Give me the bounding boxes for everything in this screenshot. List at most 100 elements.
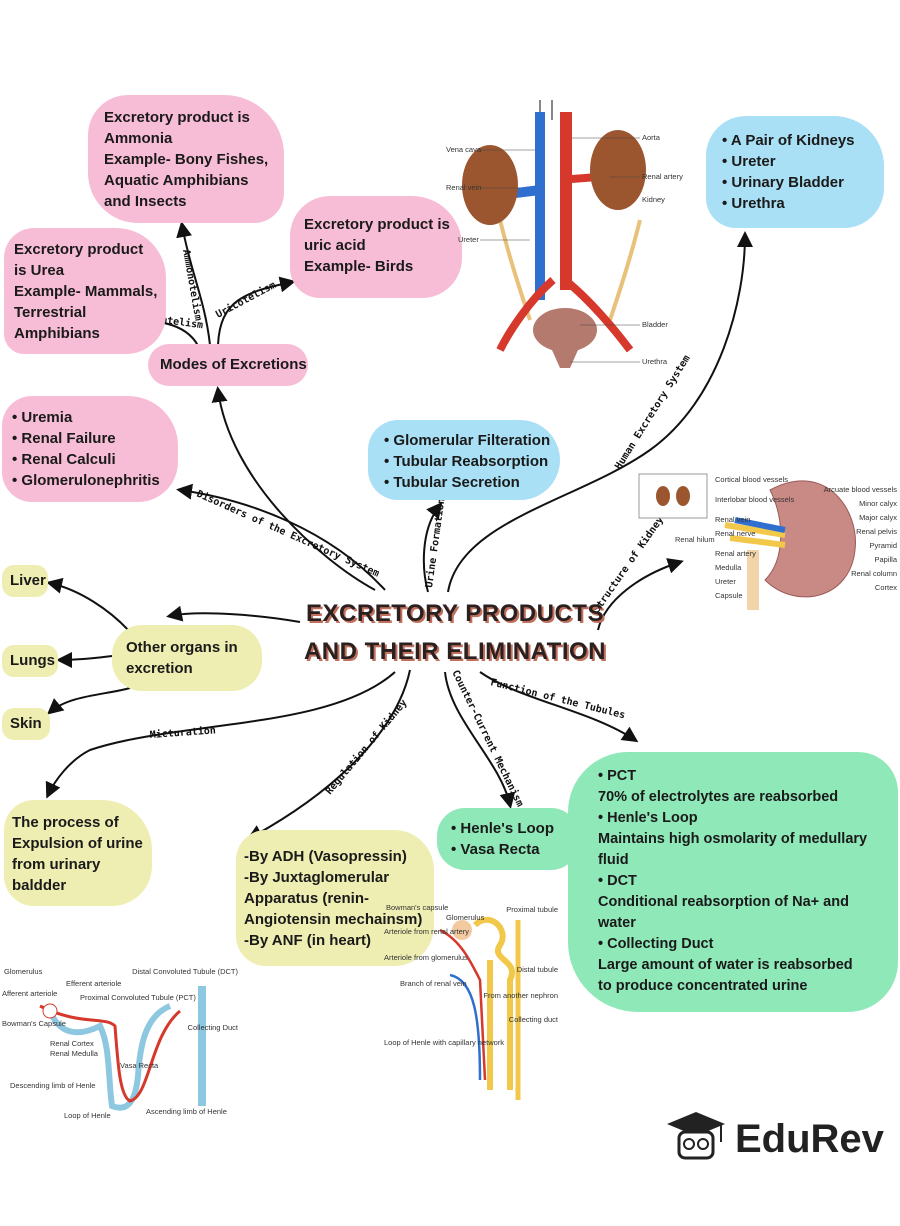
- graduate-cap-icon: [667, 1112, 725, 1160]
- list-item: Tubular Secretion: [384, 472, 544, 493]
- figure-kidney-section: Cortical blood vessels Interlobar blood …: [638, 473, 898, 610]
- text-line: Excretory product is: [104, 109, 250, 126]
- text-line: Amphibians: [14, 325, 100, 342]
- node-micturition: The process of Expulsion of urine from u…: [4, 800, 152, 906]
- fig-label: Proximal Convoluted Tubule (PCT): [80, 993, 196, 1002]
- text-line: excretion: [126, 660, 193, 677]
- fig-label: Distal tubule: [517, 965, 558, 974]
- brand-name: EduRev: [735, 1116, 884, 1161]
- fig-label: Loop of Henle: [64, 1111, 111, 1120]
- text-line: Example- Birds: [304, 258, 414, 275]
- edge-liver: [46, 577, 131, 633]
- fig-label: Renal vein: [446, 183, 481, 192]
- fig-label: Distal Convoluted Tubule (DCT): [132, 967, 238, 976]
- edge-micturation: [45, 671, 396, 799]
- fig-label: Efferent arteriole: [66, 979, 121, 988]
- text-line: Liver: [10, 572, 46, 589]
- fig-label: Capsule: [715, 591, 743, 600]
- list-item: Glomerular Filteration: [384, 430, 550, 451]
- node-tubules: • PCT 70% of electrolytes are reabsorbed…: [568, 752, 898, 1012]
- figure-nephron-loop: Glomerulus Afferent arteriole Efferent a…: [2, 967, 239, 1120]
- text-line: The process of: [12, 814, 119, 831]
- label-urine-formation: Urine Formation: [423, 497, 447, 588]
- title-line: AND THEIR ELIMINATION: [303, 638, 607, 665]
- fig-label: Kidney: [642, 195, 665, 204]
- fig-label: Branch of renal vein: [400, 979, 467, 988]
- text-line: Ammonia: [104, 130, 173, 147]
- fig-label: Minor calyx: [859, 499, 897, 508]
- text-line: Other organs in: [126, 639, 238, 656]
- fig-label: Arteriole from glomerulus: [384, 953, 468, 962]
- edge-skin: [46, 687, 131, 715]
- fig-label: Ureter: [715, 577, 736, 586]
- fig-label: Proximal tubule: [506, 905, 558, 914]
- text-line: fluid: [598, 852, 629, 868]
- label-tubules: Function of the Tubules: [489, 676, 626, 721]
- edge-uricotelism: [217, 276, 296, 346]
- fig-label: Aorta: [642, 133, 661, 142]
- node-lungs: Lungs: [2, 645, 58, 677]
- list-item: Renal Failure: [12, 428, 168, 449]
- fig-label: Papilla: [874, 555, 897, 564]
- fig-label: Glomerulus: [446, 913, 485, 922]
- node-other-organs: Other organs in excretion: [112, 625, 262, 691]
- node-regulation: -By ADH (Vasopressin) -By Juxtaglomerula…: [236, 830, 434, 966]
- node-uric-acid: Excretory product is uric acid Example- …: [290, 196, 462, 298]
- text-line: • PCT: [598, 768, 637, 784]
- node-urea: Excretory product is Urea Example- Mamma…: [4, 228, 166, 354]
- label-micturation: Micturation: [149, 724, 216, 741]
- fig-label: Vasa Recta: [120, 1061, 159, 1070]
- fig-label: Renal hilum: [675, 535, 715, 544]
- edge-countercurrent: [444, 671, 516, 809]
- list-item: Henle's Loop: [451, 818, 565, 839]
- fig-label: Descending limb of Henle: [10, 1081, 95, 1090]
- text-line: Terrestrial: [14, 304, 87, 321]
- node-disorders: Uremia Renal Failure Renal Calculi Glome…: [2, 396, 178, 502]
- edge-tubules: [479, 671, 639, 743]
- title-line: EXCRETORY PRODUCTS: [306, 600, 604, 627]
- text-line: Large amount of water is reabsorbed: [598, 957, 853, 973]
- list-item: A Pair of Kidneys: [722, 130, 868, 151]
- text-line: • Collecting Duct: [598, 936, 714, 952]
- text-line: -By ANF (in heart): [244, 932, 371, 949]
- fig-label: Renal nerve: [715, 529, 755, 538]
- edge-human-system: [447, 231, 753, 593]
- fig-label: Ascending limb of Henle: [146, 1107, 227, 1116]
- fig-label: Ureter: [458, 235, 479, 244]
- text-line: and Insects: [104, 193, 187, 210]
- fig-label: Bowman's capsule: [386, 903, 448, 912]
- fig-label: Pyramid: [869, 541, 897, 550]
- fig-label: Bowman's Capsule: [2, 1019, 66, 1028]
- edge-lungs: [56, 651, 113, 668]
- fig-label: Urethra: [642, 357, 668, 366]
- list-item: Glomerulonephritis: [12, 470, 168, 491]
- list-item: Urinary Bladder: [722, 172, 868, 193]
- fig-label: Collecting Duct: [188, 1023, 239, 1032]
- text-line: water: [598, 915, 636, 931]
- edge-other-organs: [166, 605, 301, 623]
- list-item: Uremia: [12, 407, 168, 428]
- fig-label: Cortex: [875, 583, 897, 592]
- node-modes-of-excretions: Modes of Excretions: [148, 344, 308, 386]
- list-item: Tubular Reabsorption: [384, 451, 548, 472]
- node-ammonia: Excretory product is Ammonia Example- Bo…: [88, 95, 284, 223]
- figure-excretory-system: Vena cava Aorta Renal artery Renal vein …: [446, 100, 683, 368]
- edurev-logo: EduRev: [665, 1110, 884, 1168]
- fig-label: Vena cava: [446, 145, 482, 154]
- fig-label: Major calyx: [859, 513, 897, 522]
- text-line: Skin: [10, 715, 42, 732]
- fig-label: From another nephron: [483, 991, 558, 1000]
- text-line: baldder: [12, 877, 67, 894]
- label-regulation: Regulation of Kidney: [323, 697, 410, 797]
- node-skin: Skin: [2, 708, 50, 740]
- fig-label: Loop of Henle with capillary network: [384, 1038, 504, 1047]
- edge-structure: [597, 558, 684, 631]
- text-line: Modes of Excretions: [160, 356, 307, 373]
- text-line: Conditional reabsorption of Na+ and: [598, 894, 849, 910]
- fig-label: Glomerulus: [4, 967, 43, 976]
- text-line: to produce concentrated urine: [598, 978, 808, 994]
- fig-label: Arteriole from renal artery: [384, 927, 469, 936]
- fig-label: Renal pelvis: [856, 527, 897, 536]
- text-line: -By ADH (Vasopressin): [244, 848, 407, 865]
